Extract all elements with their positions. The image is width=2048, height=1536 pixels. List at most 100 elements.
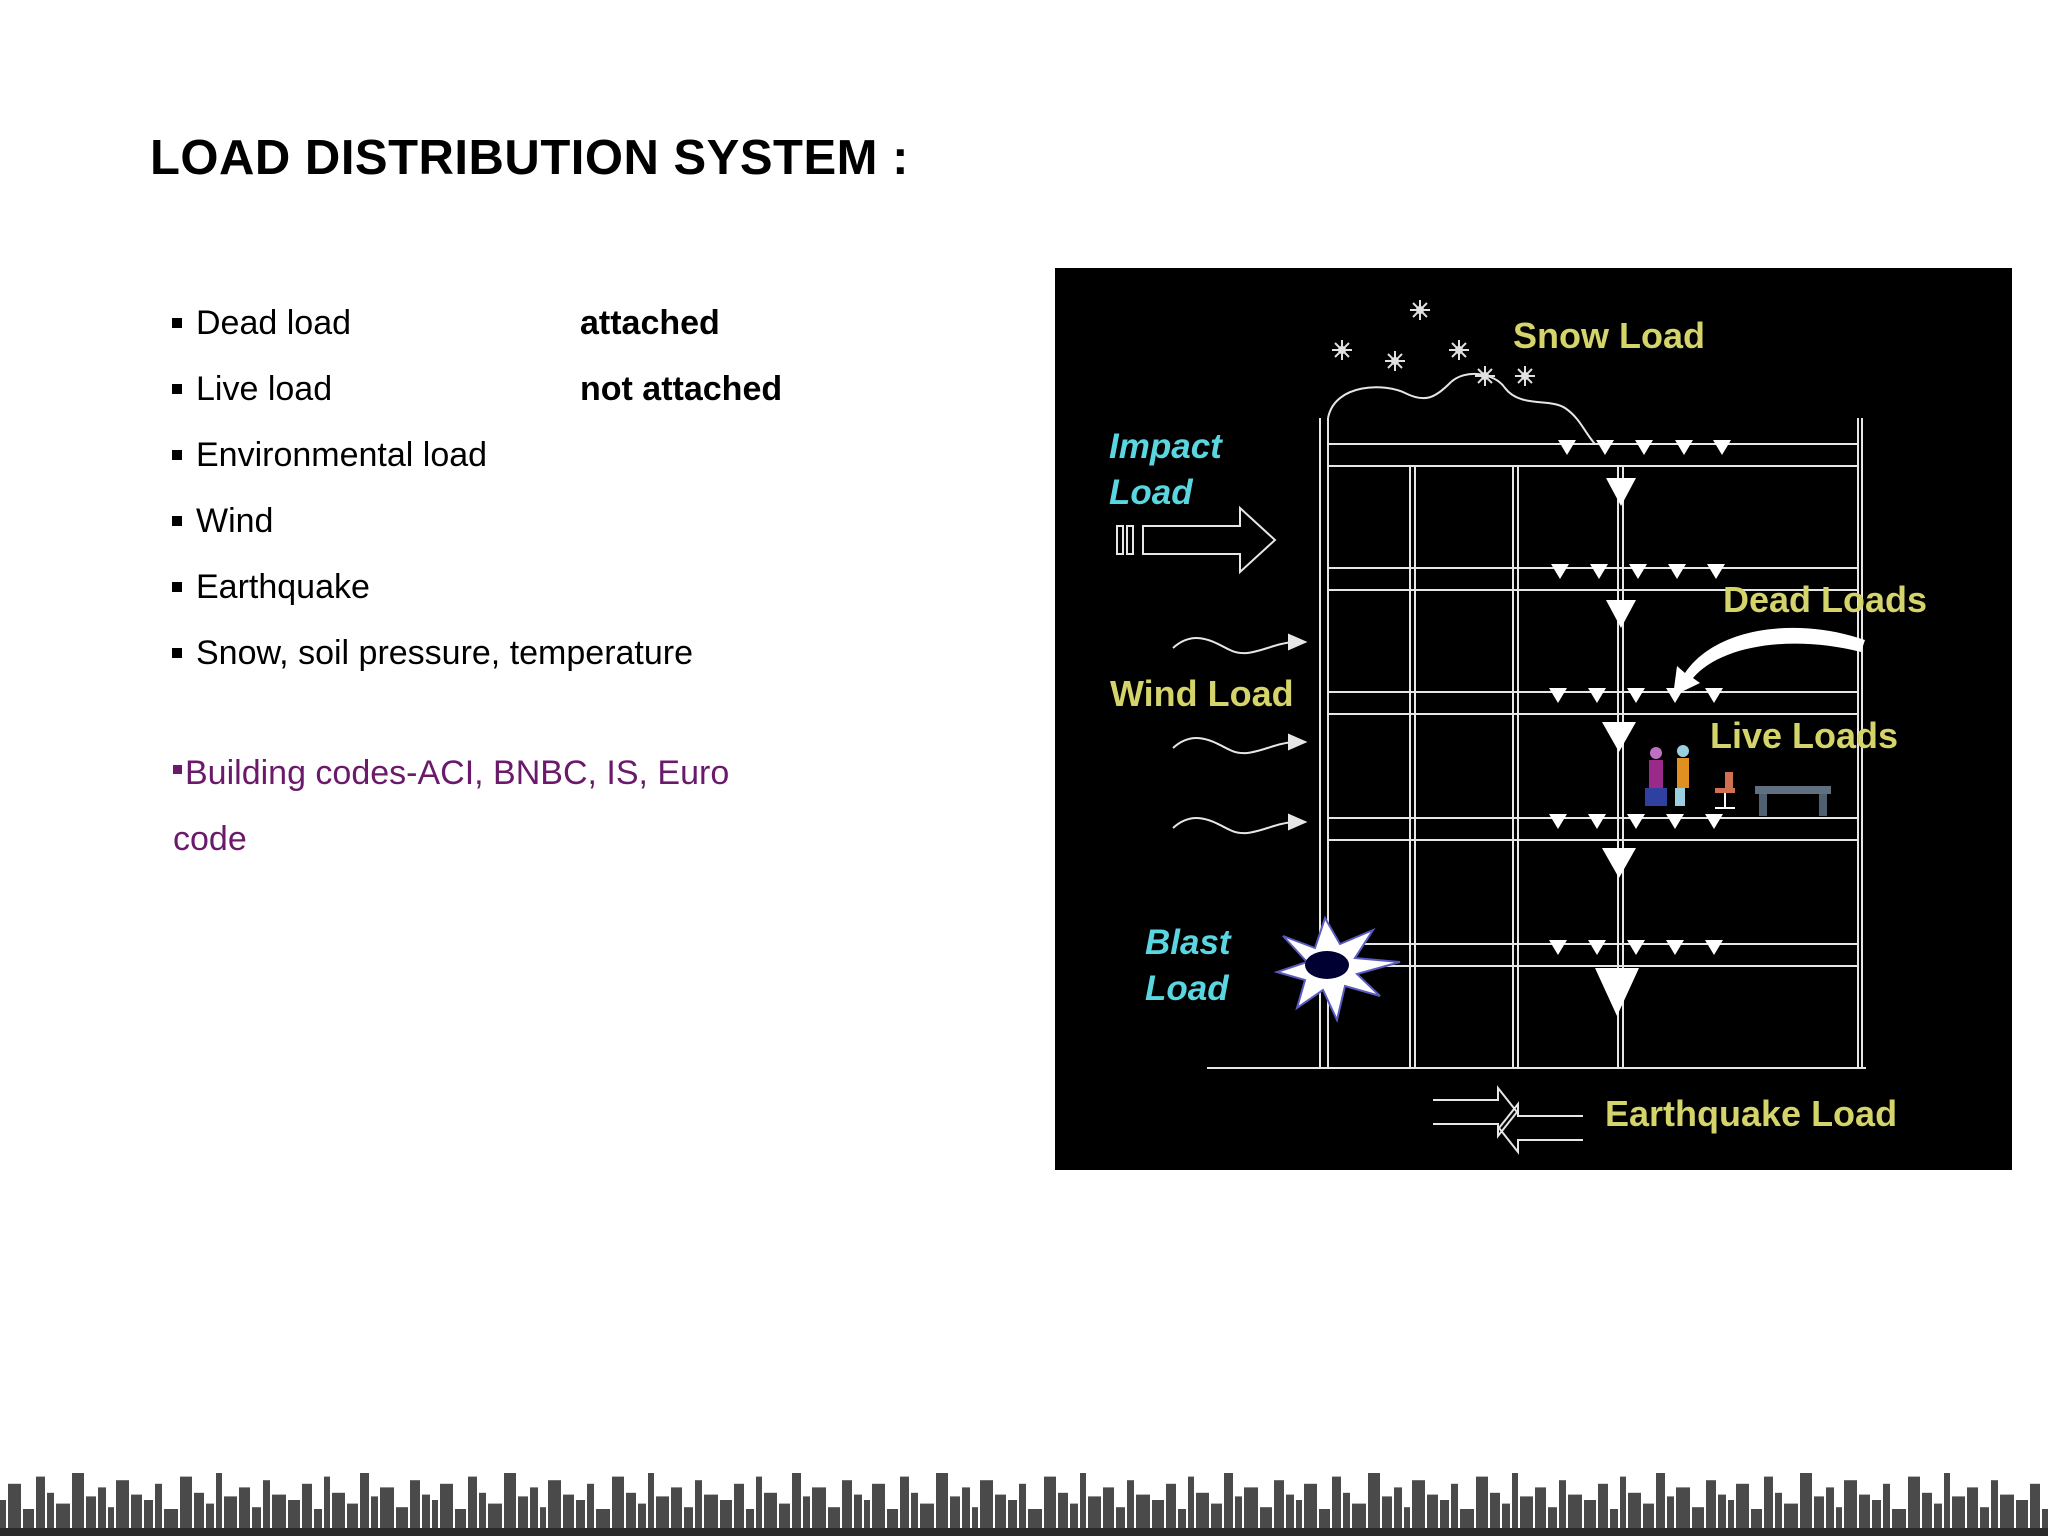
bullet-square-icon: [172, 450, 182, 460]
skyline-building: [0, 1500, 6, 1536]
skyline-building: [1352, 1503, 1366, 1536]
skyline-building: [1394, 1487, 1402, 1536]
skyline-building: [144, 1500, 153, 1536]
snowflake-icons: [1331, 299, 1536, 387]
skyline-building: [764, 1492, 777, 1536]
bullet-label: Wind: [196, 501, 274, 540]
skyline-building: [1343, 1492, 1350, 1536]
skyline-building: [734, 1483, 744, 1536]
skyline-building: [1152, 1500, 1164, 1536]
wind-arrow-icons: [1172, 633, 1308, 835]
skyline-building: [422, 1494, 430, 1536]
skyline-building: [432, 1500, 438, 1536]
skyline-building: [1058, 1492, 1068, 1536]
skyline-building: [324, 1476, 330, 1536]
skyline-building: [1883, 1483, 1890, 1536]
bullet-label: Environmental load: [196, 435, 488, 474]
skyline-building: [936, 1473, 948, 1536]
skyline-building: [206, 1503, 214, 1536]
skyline-building: [1944, 1473, 1950, 1536]
skyline-building: [1127, 1480, 1134, 1536]
skyline-building: [518, 1496, 528, 1536]
skyline-building: [1676, 1487, 1690, 1536]
skyline-building: [180, 1476, 192, 1536]
skyline-building: [239, 1487, 250, 1536]
bullet-square-icon: [172, 384, 182, 394]
skyline-building: [263, 1480, 270, 1536]
skyline-building: [995, 1494, 1006, 1536]
skyline-building: [1991, 1480, 1998, 1536]
skyline-building: [779, 1503, 790, 1536]
skyline-building: [1667, 1496, 1674, 1536]
skyline-building: [1620, 1476, 1626, 1536]
skyline-building: [1628, 1492, 1641, 1536]
skyline-building: [116, 1480, 129, 1536]
skyline-building: [1718, 1494, 1726, 1536]
skyline-building: [1166, 1483, 1176, 1536]
skyline-building: [792, 1473, 801, 1536]
skyline-building: [216, 1473, 222, 1536]
load-triangle-icons: [1549, 440, 1731, 1016]
skyline-building: [1751, 1509, 1762, 1536]
skyline-building: [1368, 1473, 1380, 1536]
skyline-building: [638, 1503, 646, 1536]
skyline-building: [380, 1487, 394, 1536]
skyline-building: [1404, 1507, 1410, 1536]
skyline-building: [2000, 1494, 2014, 1536]
skyline-building: [563, 1494, 574, 1536]
skyline-building: [98, 1487, 106, 1536]
building-codes-text: Building codes-ACI, BNBC, IS, Euro code: [173, 740, 813, 872]
skyline-building: [347, 1503, 358, 1536]
bullet-square-icon: [172, 582, 182, 592]
skyline-building: [812, 1487, 826, 1536]
skyline-building: [1656, 1473, 1665, 1536]
skyline-building: [980, 1480, 993, 1536]
live-loads-label: Live Loads: [1710, 715, 1898, 756]
skyline-building: [252, 1507, 261, 1536]
wind-load-label: Wind Load: [1110, 673, 1294, 714]
skyline-building: [314, 1509, 322, 1536]
skyline-building: [803, 1496, 810, 1536]
skyline-building: [684, 1507, 693, 1536]
skyline-building: [911, 1492, 918, 1536]
skyline-building: [1800, 1473, 1812, 1536]
skyline-building: [455, 1509, 466, 1536]
skyline-building: [1908, 1476, 1920, 1536]
skyline-building: [371, 1496, 378, 1536]
skyline-building: [1088, 1496, 1101, 1536]
table-icon: [1755, 786, 1831, 816]
dead-loads-label: Dead Loads: [1723, 579, 1927, 620]
skyline-building: [1103, 1487, 1114, 1536]
skyline-building: [1296, 1500, 1302, 1536]
earthquake-load-label: Earthquake Load: [1605, 1093, 1897, 1134]
list-item: Snow, soil pressure, temperature: [172, 620, 872, 686]
skyline-building: [2042, 1509, 2048, 1536]
skyline-building: [756, 1476, 762, 1536]
skyline-building: [548, 1480, 561, 1536]
skyline-building: [530, 1487, 538, 1536]
skyline-building: [1764, 1476, 1773, 1536]
skyline-building: [656, 1496, 669, 1536]
bullet-square-icon: [172, 516, 182, 526]
skyline-building: [1826, 1487, 1834, 1536]
skyline-building: [540, 1507, 546, 1536]
load-diagram: Snow Load Impact Load Dead Loads Wind Lo…: [1055, 268, 2012, 1170]
skyline-building: [23, 1509, 34, 1536]
bullet-note: not attached: [580, 369, 783, 408]
skyline-building: [1520, 1496, 1533, 1536]
impact-arrow-icon: [1116, 505, 1277, 575]
skyline-building: [86, 1496, 96, 1536]
skyline-building: [72, 1473, 84, 1536]
skyline-building: [194, 1492, 204, 1536]
skyline-building: [1382, 1496, 1392, 1536]
skyline-building: [1836, 1507, 1842, 1536]
skyline-building: [1568, 1494, 1582, 1536]
skyline-building: [410, 1480, 420, 1536]
skyline-building: [224, 1496, 237, 1536]
skyline-building: [842, 1480, 852, 1536]
bullet-note: attached: [580, 303, 720, 342]
skyline-building: [1736, 1483, 1749, 1536]
list-item: Wind: [172, 488, 872, 554]
skyline-ground: [0, 1528, 2048, 1536]
